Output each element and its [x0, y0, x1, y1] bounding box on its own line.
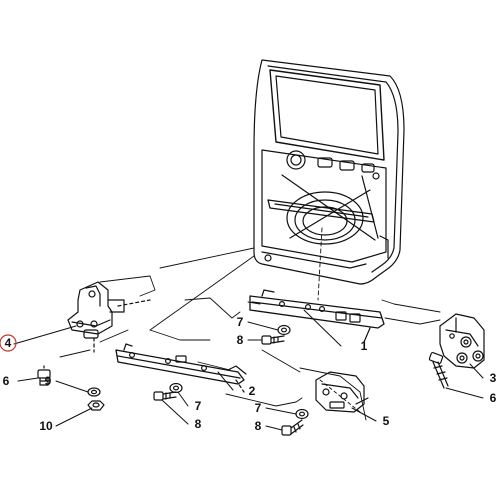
callout-4: 4	[4, 336, 12, 350]
callout-8-upper: 8	[236, 333, 244, 347]
callout-leaders	[13, 309, 484, 431]
callout-6-right: 6	[489, 391, 497, 405]
part-3-hinge-right	[439, 313, 485, 369]
part-1-upper-rail	[249, 289, 385, 343]
fastener-set-middle	[153, 382, 183, 401]
part-4-hinge-bracket	[67, 281, 151, 353]
callout-8-middle: 8	[194, 417, 202, 431]
callout-2: 2	[248, 384, 256, 398]
callout-7-middle: 7	[194, 399, 202, 413]
leader-guide-lines	[59, 275, 441, 421]
callout-7-upper: 7	[236, 315, 244, 329]
callout-3: 3	[489, 371, 497, 385]
callout-6-left: 6	[2, 374, 10, 388]
callout-7-lower: 7	[254, 401, 262, 415]
part-10-nut	[87, 400, 105, 411]
callout-5: 5	[382, 414, 390, 428]
callout-1: 1	[360, 339, 368, 353]
part-9-washer	[87, 387, 101, 397]
sliding-door	[149, 59, 405, 331]
item-4-highlight-ring	[0, 334, 17, 352]
part-6-bolt-right	[428, 352, 449, 389]
part-6-bolt-left	[37, 365, 51, 386]
callout-9: 9	[44, 374, 52, 388]
callout-8-lower: 8	[254, 419, 262, 433]
fastener-set-lower	[281, 408, 309, 436]
part-5-lower-mount	[315, 371, 369, 413]
fastener-set-upper	[261, 324, 291, 345]
callout-10: 10	[39, 419, 53, 433]
